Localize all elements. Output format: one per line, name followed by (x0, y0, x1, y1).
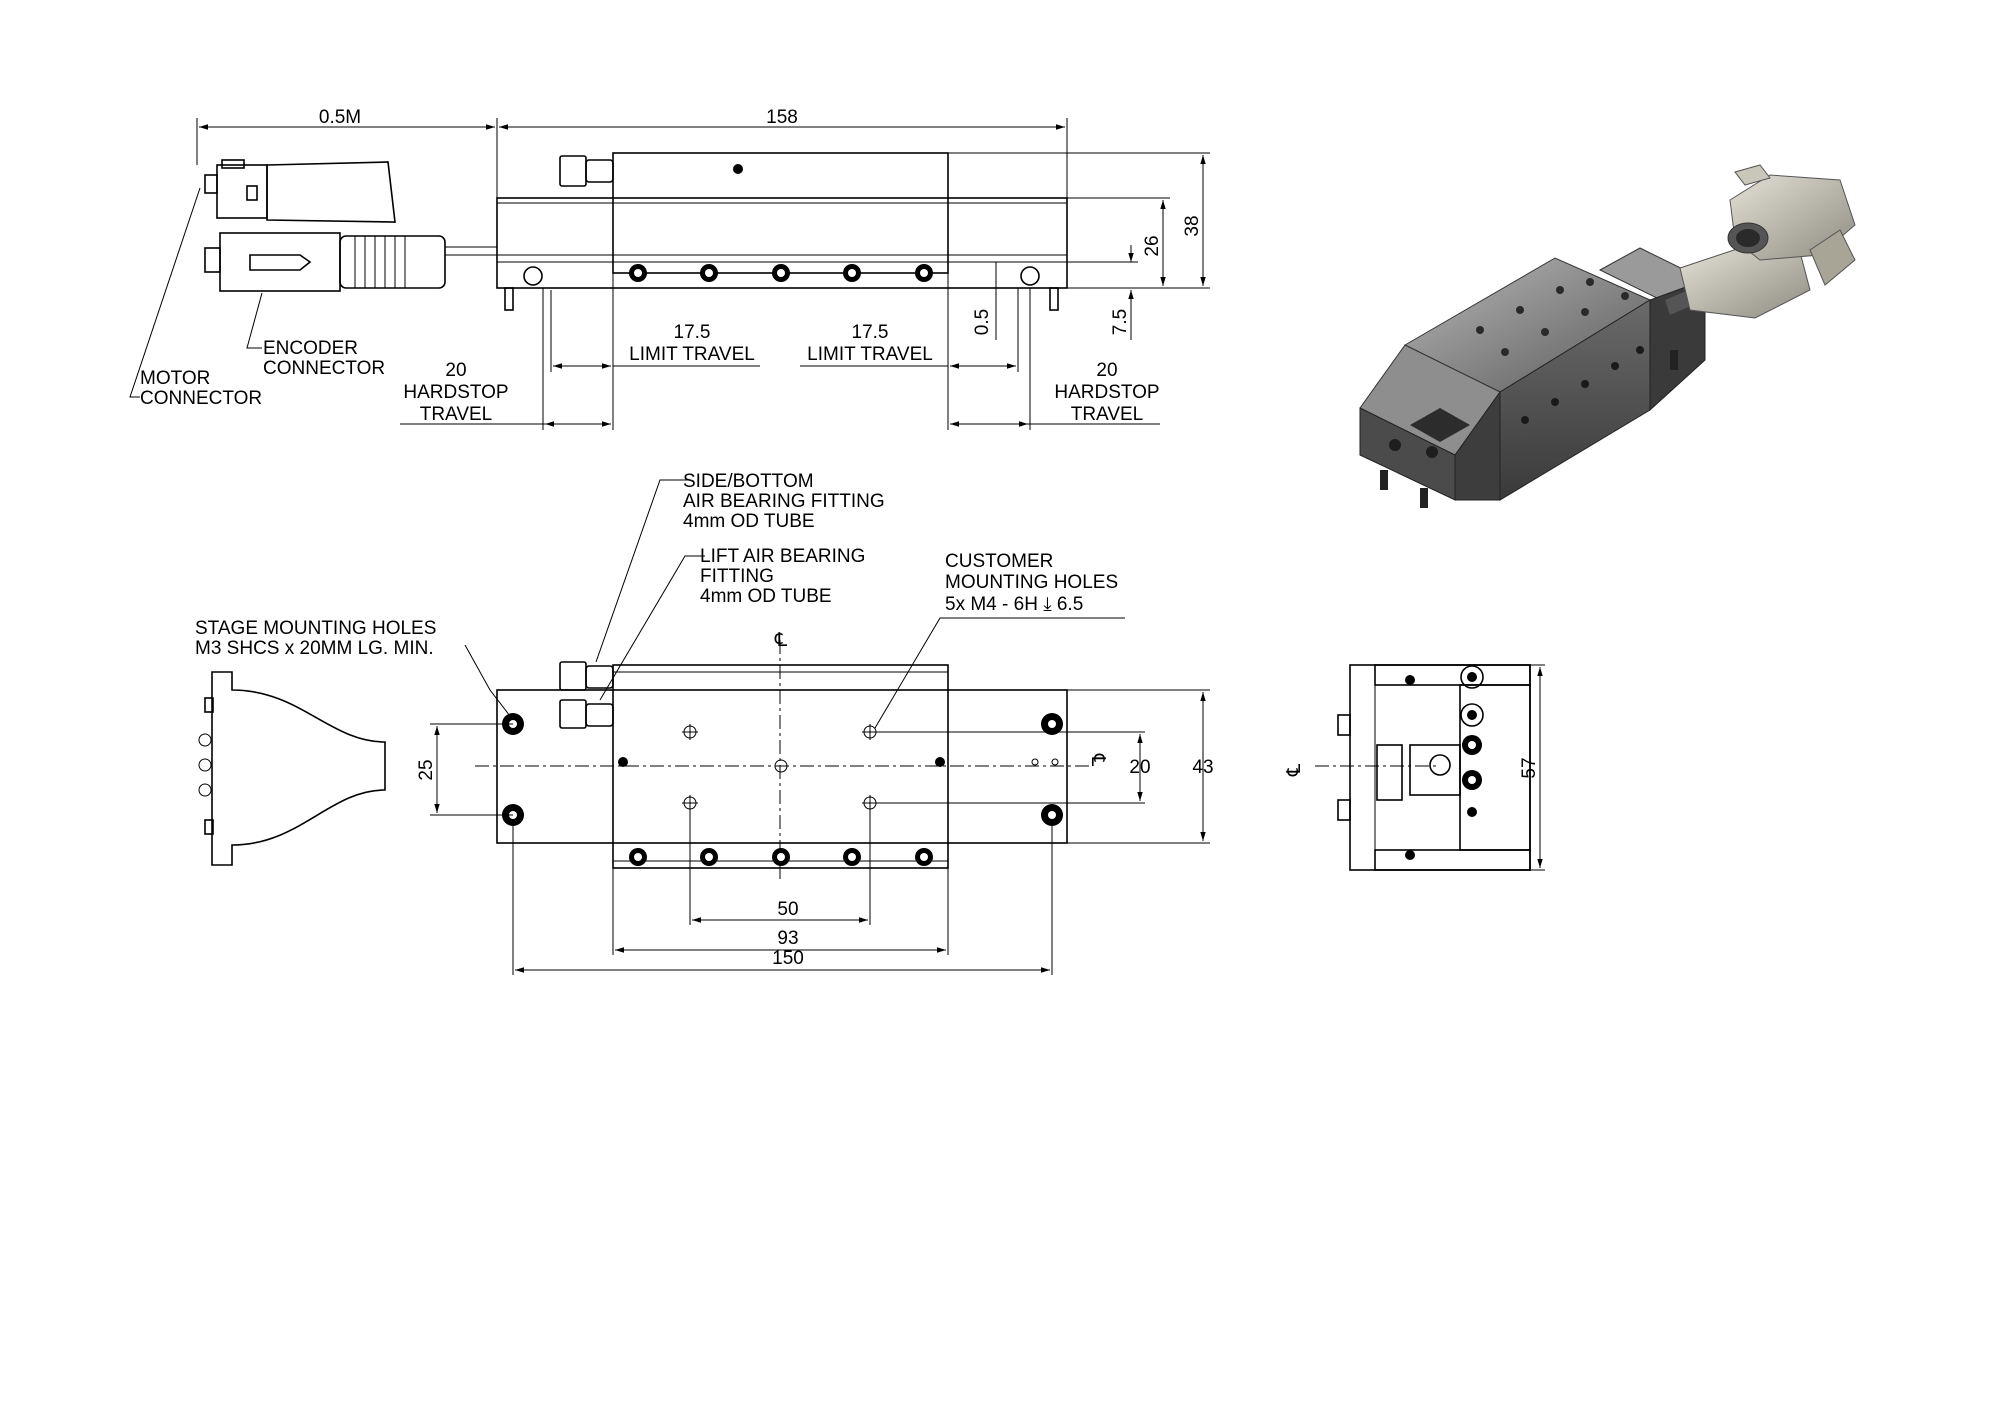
isometric-render (1359, 164, 1856, 508)
motor-connector-drawing (204, 159, 396, 223)
lift-fitting-label-1: LIFT AIR BEARING (700, 546, 865, 567)
dim-20: 20 (1129, 757, 1150, 778)
side-view: 0.5M 158 38 26 7.5 0.5 17.5 LIMIT TRAVEL… (129, 107, 1210, 430)
dim-50: 50 (777, 899, 798, 920)
hardstop-right-travel: TRAVEL (1071, 404, 1144, 425)
lift-fitting-label-3: 4mm OD TUBE (700, 586, 832, 607)
side-screws (629, 264, 933, 282)
hardstop-left-value: 20 (445, 360, 466, 381)
motor-label-2: CONNECTOR (140, 388, 262, 409)
hardstop-left-label: HARDSTOP (403, 382, 508, 403)
top-view: ℄ ℄ (195, 471, 1214, 975)
side-bottom-label-2: AIR BEARING FITTING (683, 491, 885, 512)
dim-cable-length: 0.5M (319, 107, 361, 128)
stage-holes-label-2: M3 SHCS x 20MM LG. MIN. (195, 638, 434, 659)
end-centerline-symbol: ℄ (1284, 763, 1305, 777)
dim-25: 25 (416, 759, 437, 780)
end-view-fittings (1460, 665, 1484, 790)
dim-height-38: 38 (1182, 215, 1203, 236)
top-centerline-symbol-right: ℄ (1087, 753, 1108, 767)
hardstop-right-value: 20 (1096, 360, 1117, 381)
connector-top-outline (198, 671, 386, 866)
customer-holes-label-2: MOUNTING HOLES (945, 572, 1118, 593)
top-centerline-symbol: ℄ (774, 630, 788, 651)
limit-right-value: 17.5 (852, 322, 889, 343)
dim-57: 57 (1519, 757, 1540, 778)
motor-label-1: MOTOR (140, 368, 210, 389)
side-bottom-label-3: 4mm OD TUBE (683, 511, 815, 532)
dim-0-5: 0.5 (972, 309, 993, 335)
end-view: ℄ 57 (1284, 664, 1545, 871)
limit-left-value: 17.5 (674, 322, 711, 343)
encoder-label-1: ENCODER (263, 338, 358, 359)
stage-mounting-screws (502, 713, 1063, 826)
dim-43: 43 (1192, 757, 1213, 778)
top-view-side-screws (629, 848, 933, 866)
stage-holes-label-1: STAGE MOUNTING HOLES (195, 618, 436, 639)
air-fitting (559, 155, 587, 187)
hardstop-right (1020, 266, 1040, 286)
carriage-dot (733, 164, 743, 174)
dim-stage-length: 158 (766, 107, 798, 128)
limit-left-label: LIMIT TRAVEL (629, 344, 755, 365)
hardstop-left-travel: TRAVEL (420, 404, 493, 425)
dim-93: 93 (777, 928, 798, 949)
lift-fitting-label-2: FITTING (700, 566, 774, 587)
customer-holes-label-1: CUSTOMER (945, 551, 1053, 572)
dim-150: 150 (772, 948, 804, 969)
customer-holes-label-3: 5x M4 - 6H ⤓ 6.5 (945, 594, 1083, 615)
encoder-label-2: CONNECTOR (263, 358, 385, 379)
dim-height-26: 26 (1142, 235, 1163, 256)
limit-right-label: LIMIT TRAVEL (807, 344, 933, 365)
side-bottom-label-1: SIDE/BOTTOM (683, 471, 814, 492)
top-base-outline (496, 689, 1068, 844)
encoder-connector-drawing (204, 232, 446, 292)
dim-7-5: 7.5 (1110, 309, 1131, 335)
hardstop-left (523, 266, 543, 286)
hardstop-right-label: HARDSTOP (1054, 382, 1159, 403)
